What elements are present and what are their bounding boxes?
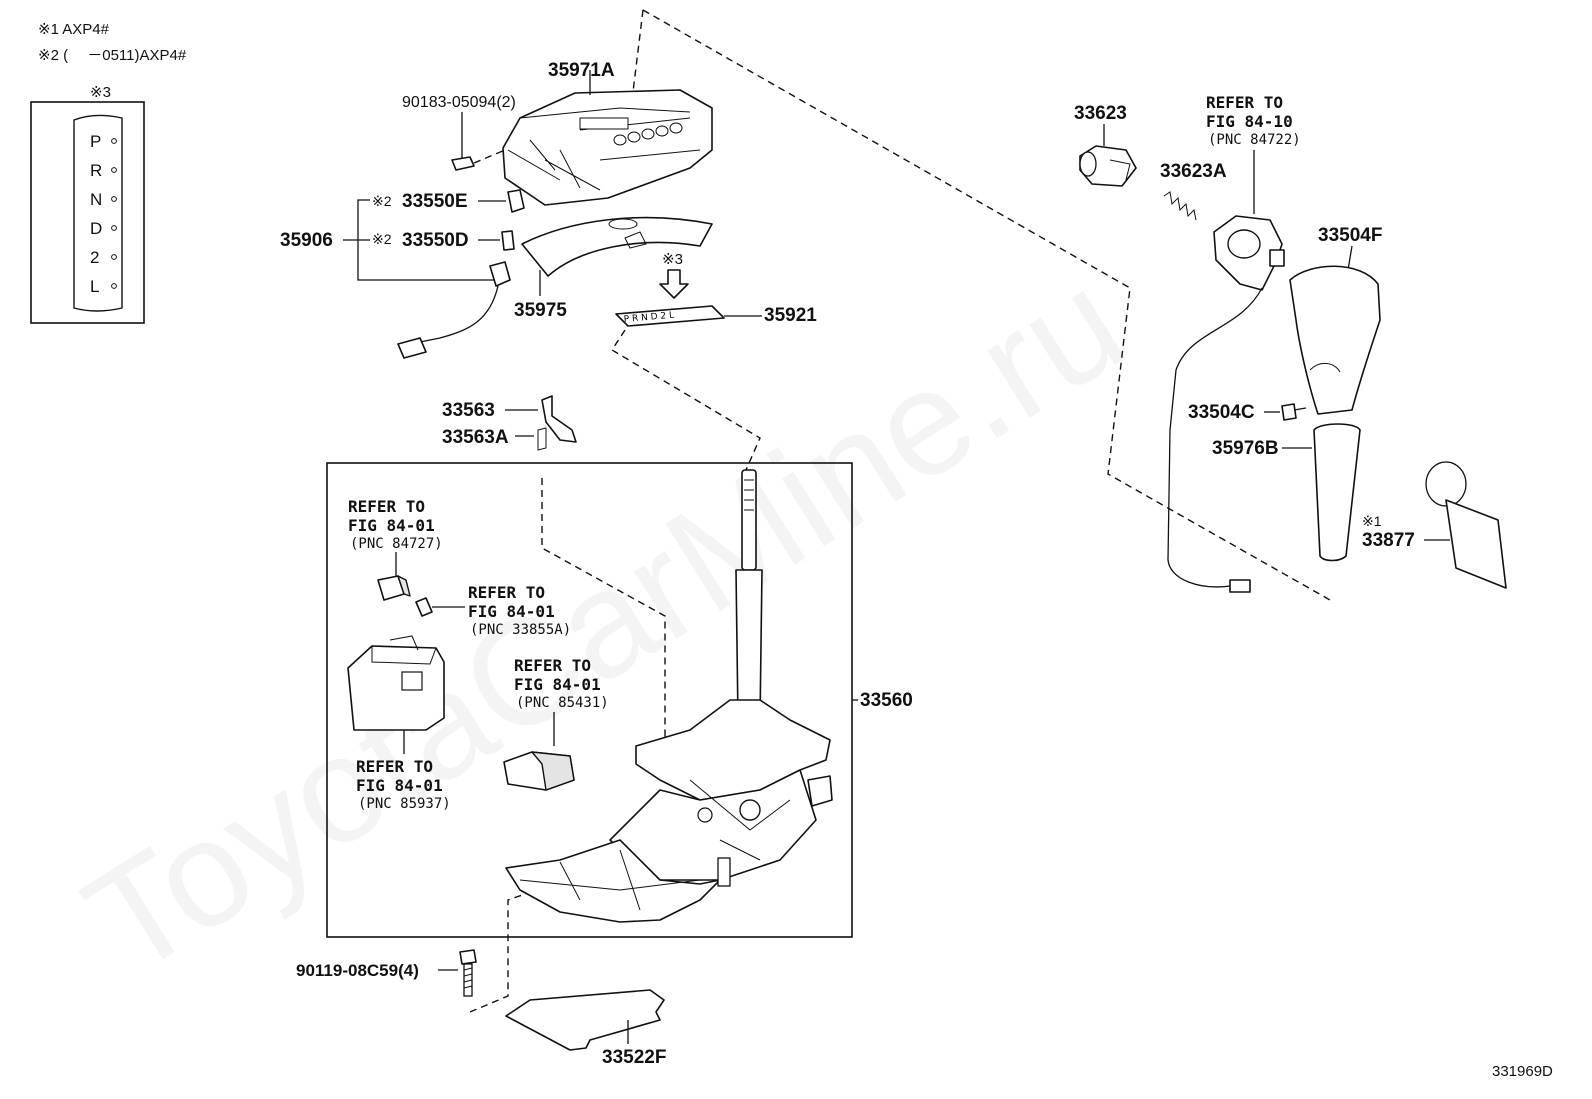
- part-33522F-plate: [505, 989, 665, 1051]
- part-bracket-85937: [347, 635, 445, 731]
- svg-text:P R N D 2 L: P R N D 2 L: [623, 311, 674, 325]
- ref-85937-line1: REFER TO: [356, 757, 433, 776]
- inset-position-L: L: [90, 277, 99, 296]
- label-35975: 35975: [514, 300, 567, 321]
- inset-position-D: D: [90, 219, 102, 238]
- label-35921: 35921: [764, 305, 817, 326]
- inset-indicator-dot: [111, 254, 117, 260]
- part-35971A-shift-cover: [502, 89, 713, 206]
- part-90119-bolt: [459, 949, 477, 997]
- part-33623-switch: [1079, 145, 1137, 187]
- ref-84722: REFER TO FIG 84-10 (PNC 84722): [1206, 93, 1301, 148]
- ref-85431: REFER TO FIG 84-01 (PNC 85431): [514, 656, 609, 711]
- ref-85431-line2: FIG 84-01: [514, 675, 601, 694]
- ref-84727: REFER TO FIG 84-01 (PNC 84727): [348, 497, 443, 552]
- part-35976B-boot: [1313, 423, 1361, 562]
- inset-position-2: 2: [90, 248, 99, 267]
- ref-84722-line1: REFER TO: [1206, 93, 1283, 112]
- part-35906-wire-harness: [397, 261, 511, 359]
- label-33563: 33563: [442, 400, 495, 421]
- part-84722-switch-housing: [1167, 215, 1285, 593]
- guide-line-plate: [611, 329, 761, 471]
- mark-3: ※3: [662, 251, 683, 268]
- label-33623: 33623: [1074, 103, 1127, 124]
- note-1: ※1 AXP4#: [38, 21, 110, 38]
- label-33623A: 33623A: [1160, 161, 1227, 182]
- note-2: ※2 ( －0511)AXP4#: [38, 47, 187, 64]
- label-33877: 33877: [1362, 530, 1415, 551]
- inset-title: ※3: [90, 84, 111, 101]
- inset-indicator-dot: [111, 167, 117, 173]
- ref-84727-line2: FIG 84-01: [348, 516, 435, 535]
- ref-84722-line2: FIG 84-10: [1206, 112, 1293, 131]
- inset-position-P: P: [90, 132, 101, 151]
- part-33877-tag: [1425, 461, 1507, 589]
- ref-84727-line3: (PNC 84727): [350, 536, 443, 552]
- ref-85937: REFER TO FIG 84-01 (PNC 85937): [356, 757, 451, 812]
- part-35921-position-plate: P R N D 2 L: [615, 305, 725, 327]
- label-33560: 33560: [860, 690, 913, 711]
- part-bulb-33855A: [415, 597, 433, 617]
- guide-line-cover: [632, 9, 644, 93]
- part-switch-84727: [377, 575, 411, 601]
- part-33504C-screw: [1281, 403, 1307, 421]
- ref-33855A-line1: REFER TO: [468, 583, 545, 602]
- label-35906: 35906: [280, 230, 333, 251]
- part-90183-clip: [451, 149, 506, 171]
- ref-84727-line1: REFER TO: [348, 497, 425, 516]
- part-33550E-bulb: [507, 189, 525, 213]
- guide-line-main: [642, 9, 1331, 601]
- part-33563-bracket: [537, 395, 577, 451]
- inset-position-N: N: [90, 190, 102, 209]
- part-33504F-shift-knob: [1289, 265, 1381, 415]
- inset-indicator-dot: [111, 138, 117, 144]
- mark-1: ※1: [1362, 513, 1382, 529]
- ref-85937-line2: FIG 84-01: [356, 776, 443, 795]
- label-33563A: 33563A: [442, 427, 509, 448]
- arrow-down-icon: [659, 269, 689, 299]
- part-33560-shift-lever-assembly: [505, 469, 833, 923]
- guide-line-bolt: [469, 885, 549, 1013]
- inset-position-R: R: [90, 161, 102, 180]
- label-90119: 90119-08C59(4): [296, 961, 419, 980]
- label-33522F: 33522F: [602, 1047, 666, 1068]
- ref-33855A-line3: (PNC 33855A): [470, 622, 571, 638]
- label-33550D: 33550D: [402, 230, 469, 251]
- ref-84722-line3: (PNC 84722): [1208, 132, 1301, 148]
- inset-indicator-dot: [111, 283, 117, 289]
- label-33550E: 33550E: [402, 191, 468, 212]
- label-33504F: 33504F: [1318, 225, 1382, 246]
- label-35976B: 35976B: [1212, 438, 1279, 459]
- mark-2-b: ※2: [372, 231, 392, 247]
- ref-33855A-line2: FIG 84-01: [468, 602, 555, 621]
- ref-85431-line1: REFER TO: [514, 656, 591, 675]
- mark-2-a: ※2: [372, 193, 392, 209]
- part-solenoid-85431: [503, 751, 575, 791]
- label-90183: 90183-05094(2): [402, 94, 516, 111]
- label-35971A: 35971A: [548, 60, 615, 81]
- part-33623A-spring: [1163, 191, 1197, 221]
- ref-85431-line3: (PNC 85431): [516, 695, 609, 711]
- part-33550D-bulb: [501, 230, 515, 251]
- figure-id: 331969D: [1492, 1063, 1553, 1080]
- ref-33855A: REFER TO FIG 84-01 (PNC 33855A): [468, 583, 571, 638]
- ref-85937-line3: (PNC 85937): [358, 796, 451, 812]
- part-35975-indicator-plate: [521, 216, 713, 277]
- inset-indicator-dot: [111, 225, 117, 231]
- inset-indicator-dot: [111, 196, 117, 202]
- label-33504C: 33504C: [1188, 402, 1255, 423]
